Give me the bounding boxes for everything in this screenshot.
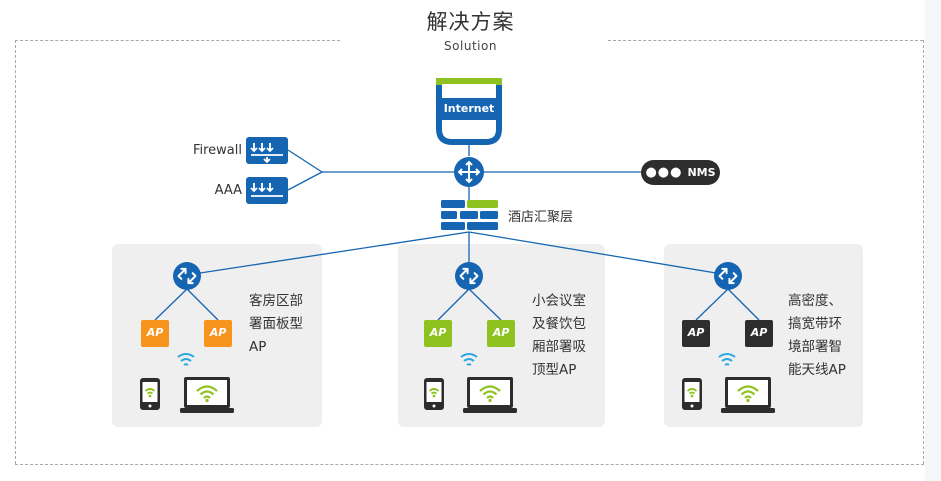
internet-icon	[436, 78, 502, 145]
desc-line: 署面板型	[249, 316, 303, 332]
desc-line: 境部署智	[788, 339, 842, 355]
wifi-signal-icon-2	[460, 353, 478, 366]
internet-label: Internet	[443, 102, 495, 115]
firewall-icon	[246, 137, 288, 164]
frame-border-right	[923, 40, 924, 464]
aaa-label: AAA	[214, 183, 242, 198]
core-router-icon	[454, 157, 484, 187]
access-switch-icon-1	[172, 261, 202, 291]
desc-line: 及餐饮包	[532, 316, 586, 332]
page-subtitle: Solution	[444, 39, 497, 53]
desc-line: 搞宽带环	[788, 316, 842, 332]
scenario-desc-high-density: 高密度、 搞宽带环 境部署智 能天线AP	[788, 290, 868, 382]
frame-border-left	[15, 40, 16, 464]
desc-line: 高密度、	[788, 293, 842, 309]
laptop-icon-2	[461, 375, 519, 415]
ap-label: AP	[750, 326, 768, 339]
connection-lines	[154, 142, 760, 321]
wifi-signal-icon-3	[718, 353, 736, 366]
desc-line: 顶型AP	[532, 362, 577, 378]
laptop-icon-1	[178, 375, 236, 415]
aaa-icon	[246, 177, 288, 204]
scenario-desc-meeting-room: 小会议室 及餐饮包 厢部署吸 顶型AP	[532, 290, 612, 382]
phone-icon-3	[681, 377, 703, 411]
ap-label: AP	[429, 326, 447, 339]
ap-icons-panel-2	[424, 320, 515, 347]
wifi-signal-icon-1	[177, 353, 195, 366]
frame-border-bottom	[15, 464, 924, 465]
firewall-label: Firewall	[192, 143, 242, 158]
access-switch-icon-3	[713, 261, 743, 291]
edge-bar	[925, 0, 941, 481]
page-title: 解决方案	[426, 10, 515, 34]
dots-icon: ●●●	[645, 165, 683, 180]
desc-line: 厢部署吸	[532, 339, 586, 355]
laptop-icon-3	[719, 375, 777, 415]
ap-label: AP	[492, 326, 510, 339]
frame-border-top-left	[15, 40, 340, 41]
ap-icons-panel-1	[141, 320, 232, 347]
desc-line: 客房区部	[249, 293, 303, 309]
ap-label: AP	[146, 326, 164, 339]
ap-icons-panel-3	[682, 320, 773, 347]
phone-icon-1	[139, 377, 161, 411]
nms-label: NMS	[687, 166, 716, 179]
desc-line: AP	[249, 339, 267, 355]
nms-badge: ●●● NMS	[641, 160, 720, 185]
frame-border-top-right	[608, 40, 923, 41]
scenario-desc-guest-room: 客房区部 署面板型 AP	[249, 290, 329, 359]
desc-line: 小会议室	[532, 293, 586, 309]
ap-label: AP	[209, 326, 227, 339]
access-switch-icon-2	[454, 261, 484, 291]
aggregation-switch-icon	[441, 200, 498, 230]
aggregation-label: 酒店汇聚层	[508, 210, 574, 225]
phone-icon-2	[423, 377, 445, 411]
ap-label: AP	[687, 326, 705, 339]
desc-line: 能天线AP	[788, 362, 846, 378]
